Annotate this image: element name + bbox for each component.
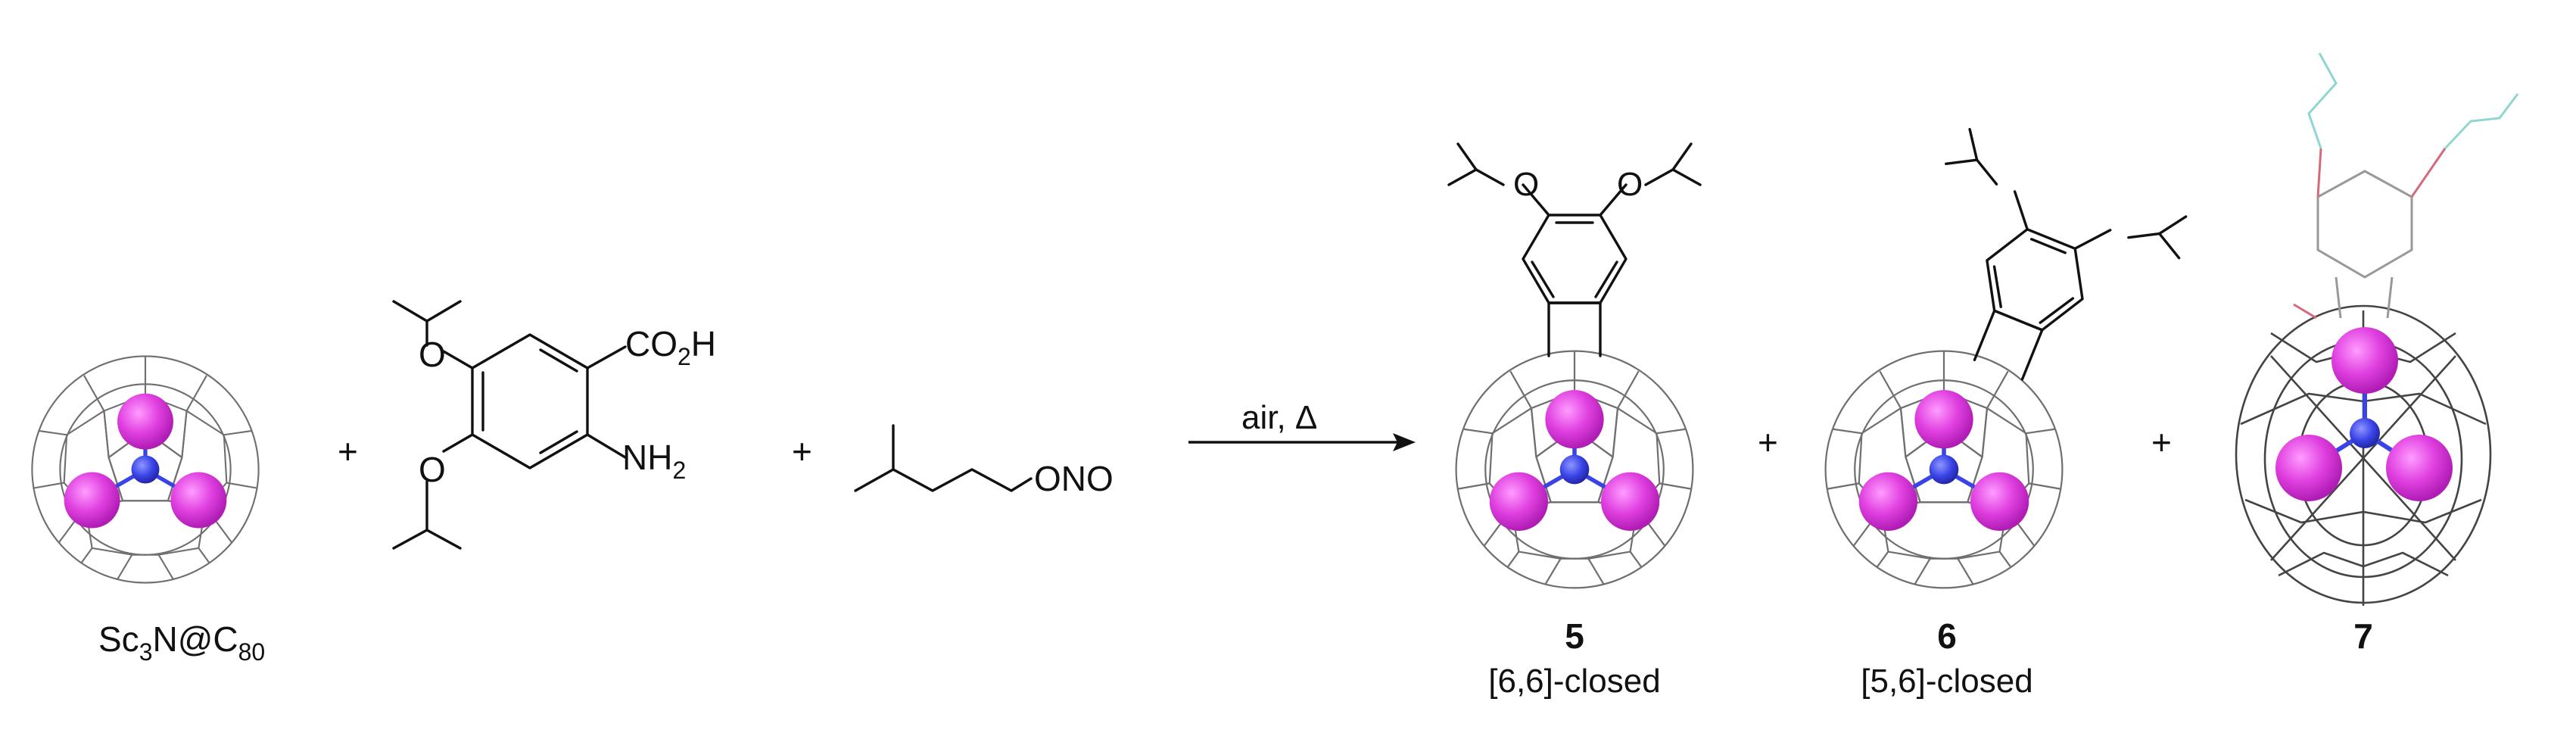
isoamyl-nitrite-structure — [854, 424, 1033, 492]
plus-sign-4: + — [2151, 423, 2172, 462]
aminobenzoic-acid-structure — [392, 300, 627, 550]
product-5-number: 5 — [1565, 616, 1584, 656]
product-7-number: 7 — [2353, 616, 2373, 656]
nitrite-label: ONO — [1034, 459, 1114, 498]
plus-sign-2: + — [792, 432, 812, 471]
reaction-condition: air, Δ — [1241, 399, 1317, 436]
reaction-arrow — [1188, 433, 1416, 451]
product-5-oxygen-right: O — [1617, 166, 1643, 203]
product-6-number: 6 — [1937, 616, 1957, 656]
oxygen-top-label: O — [419, 335, 446, 374]
fullerene-label: Sc3N@C80 — [98, 619, 265, 666]
carboxyl-label: CO2H — [625, 324, 716, 370]
amine-label: NH2 — [622, 438, 686, 484]
oxygen-bottom-label: O — [419, 450, 446, 489]
product-5-oxygen-left: O — [1513, 166, 1539, 203]
plus-sign-3: + — [1758, 423, 1778, 462]
plus-sign-1: + — [338, 432, 358, 471]
product-6-structure — [1826, 124, 2196, 588]
product-5-structure — [1447, 142, 1702, 588]
fullerene-reactant — [32, 356, 258, 582]
product-7-structure — [2235, 52, 2519, 606]
product-6-caption: [5,6]-closed — [1861, 663, 2032, 700]
product-5-caption: [6,6]-closed — [1488, 663, 1660, 700]
